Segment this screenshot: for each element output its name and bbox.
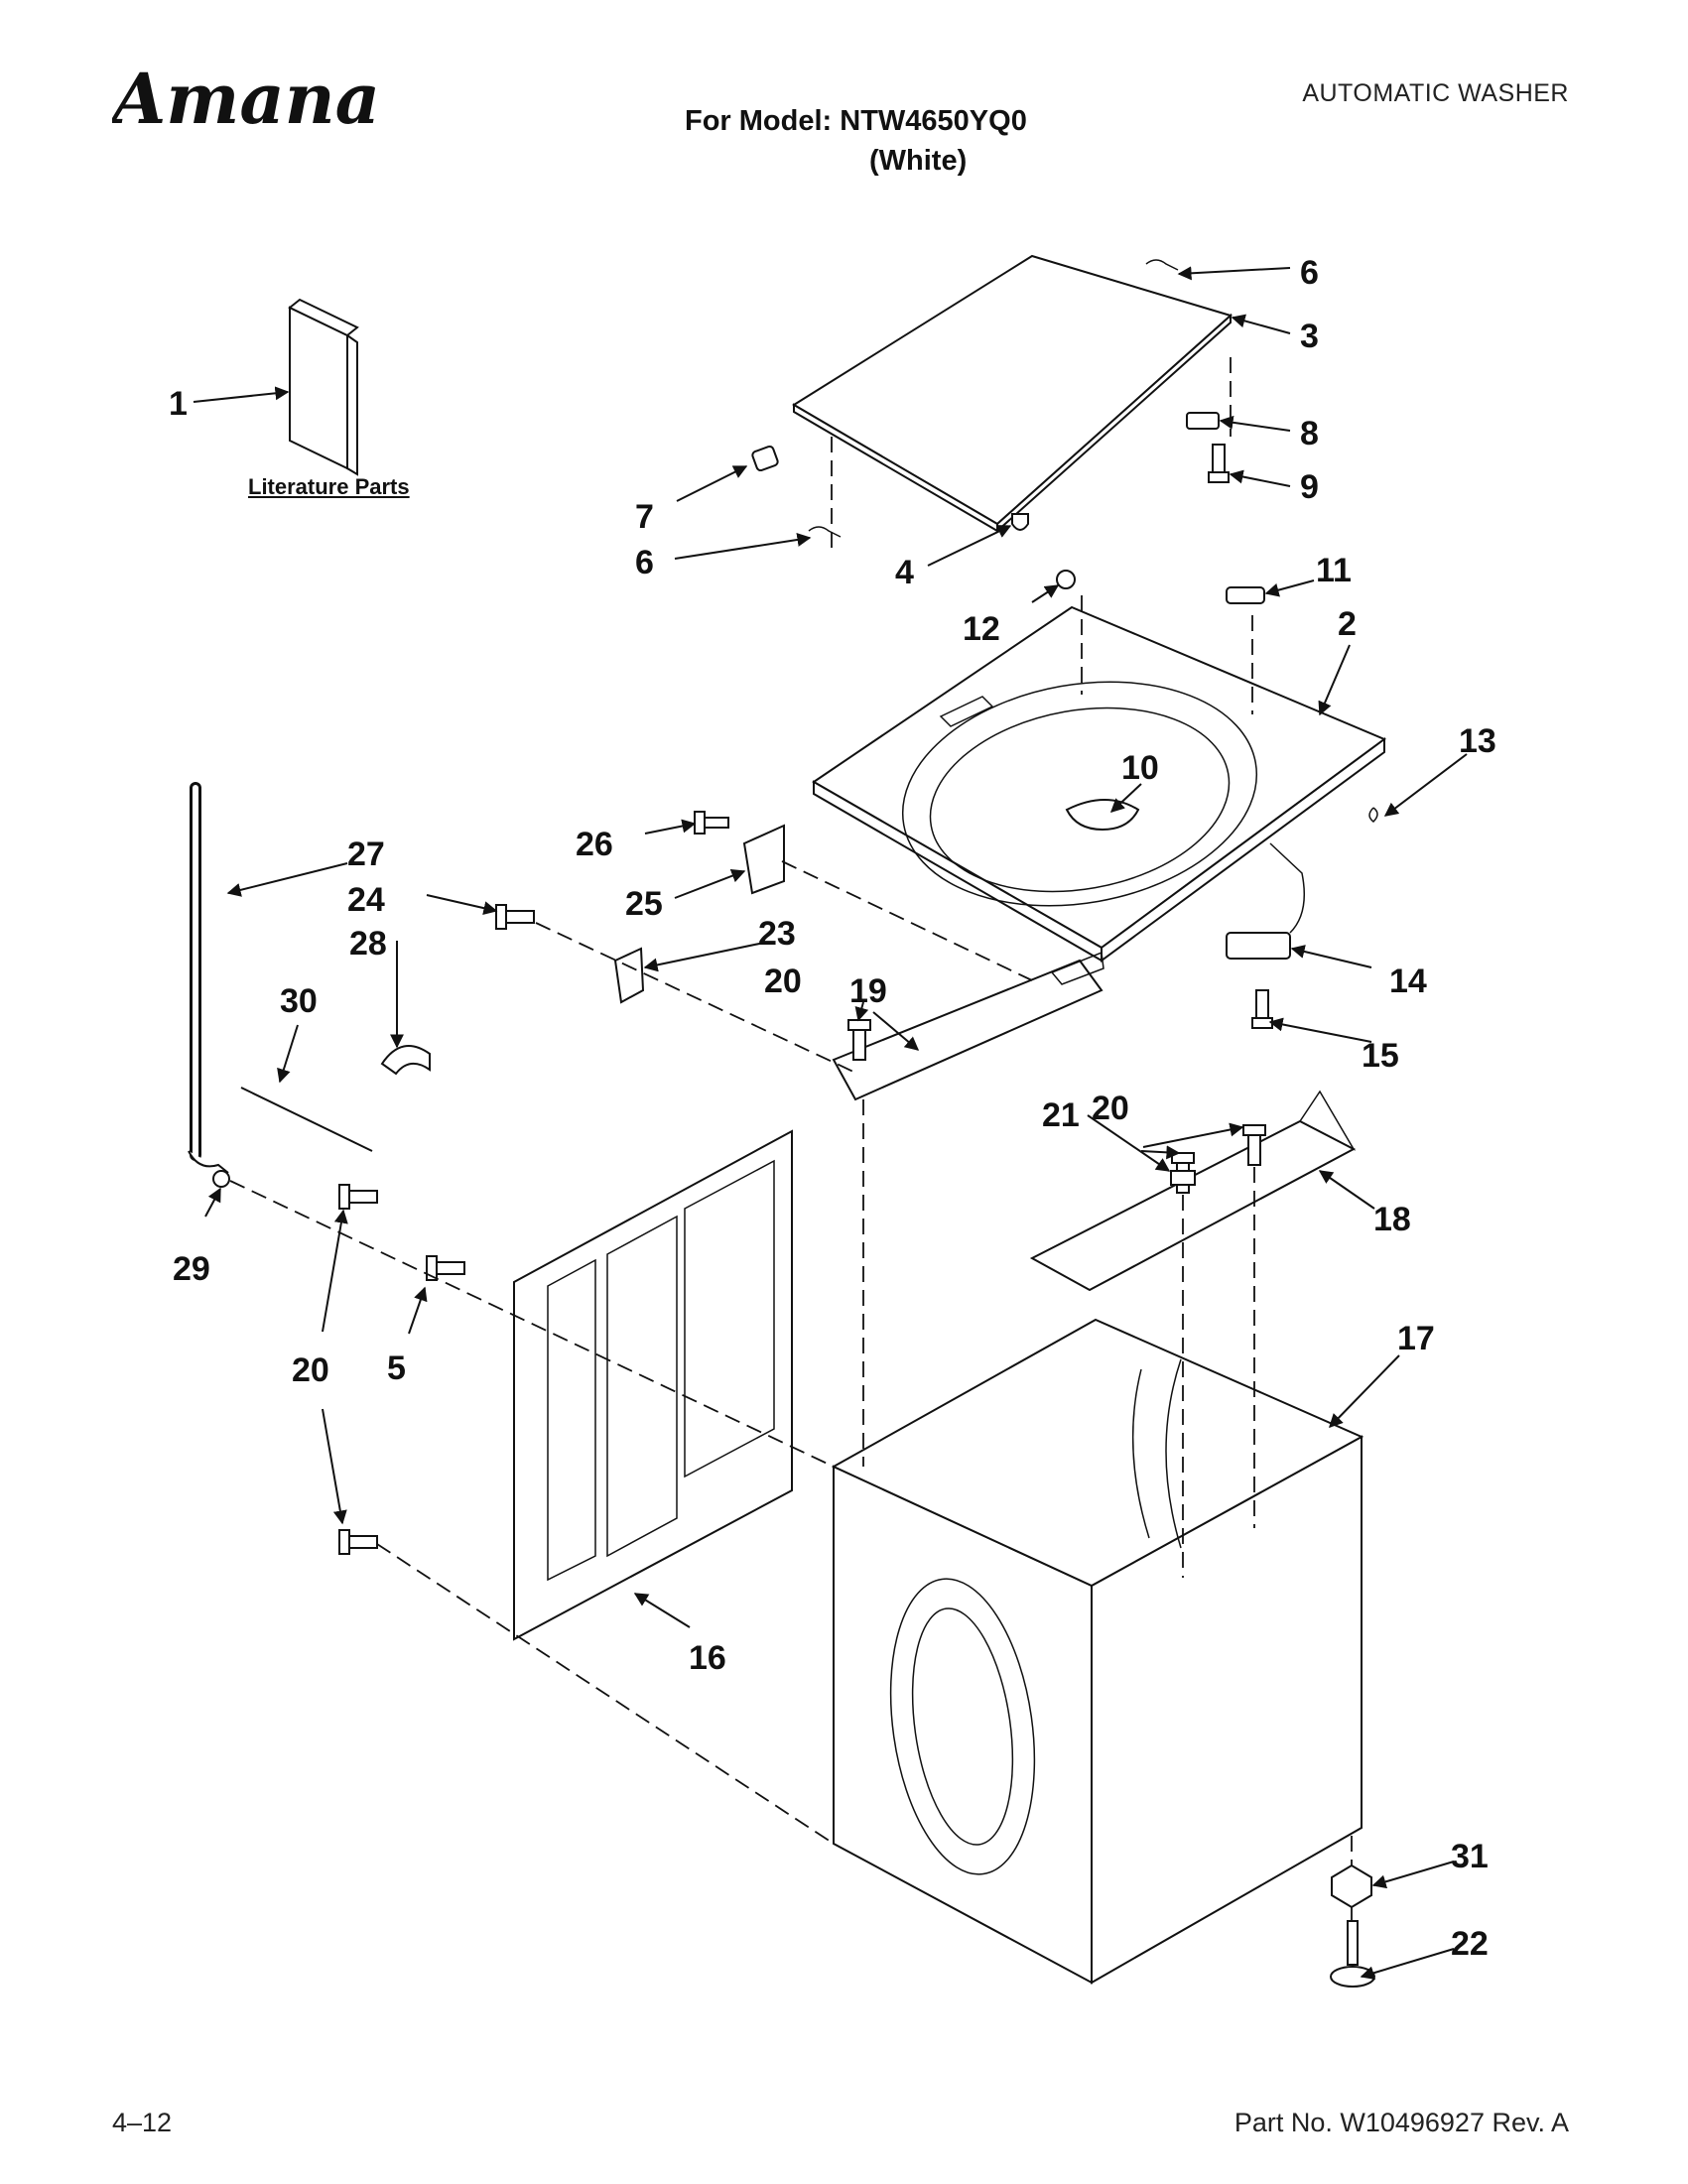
rear-panel-screw-2 [426, 1255, 465, 1281]
lid-switch-assembly [1226, 842, 1305, 960]
rear-panel-screw-3 [338, 1529, 378, 1555]
brace-screw-left [847, 1019, 871, 1061]
washer-lid [792, 254, 1233, 534]
callout-16: 16 [689, 1639, 726, 1677]
callout-2: 2 [1338, 605, 1357, 643]
strike-screw [1208, 444, 1230, 483]
callout-21: 21 [1042, 1096, 1080, 1134]
callout-6b: 6 [635, 544, 654, 581]
front-brace [832, 951, 1104, 1101]
rear-panel [513, 1129, 793, 1641]
callout-5: 5 [387, 1349, 406, 1387]
lid-strike [1186, 412, 1220, 430]
part-number: Part No. W10496927 Rev. A [1234, 2108, 1569, 2137]
callout-8: 8 [1300, 415, 1319, 452]
callout-22: 22 [1451, 1925, 1489, 1963]
lid-hinge-pin-top [1145, 259, 1179, 271]
callout-26: 26 [576, 826, 613, 863]
callout-23: 23 [758, 915, 796, 953]
callout-19: 19 [849, 972, 887, 1010]
lid-hinge-left [751, 445, 779, 472]
brace-clip [1170, 1170, 1196, 1186]
rear-panel-screw-1 [338, 1184, 378, 1210]
lid-bumper [1011, 513, 1029, 531]
leveling-nut [1331, 1863, 1372, 1909]
callout-20c: 20 [292, 1351, 329, 1389]
callout-14: 14 [1389, 963, 1427, 1000]
model-color: (White) [869, 145, 968, 177]
callout-6a: 6 [1300, 254, 1319, 292]
cabinet [831, 1318, 1364, 1985]
bracket-screw [694, 811, 729, 835]
amana-logo: Amana [112, 62, 380, 140]
callout-3: 3 [1300, 318, 1319, 355]
lid-hinge-pin-bottom [808, 526, 842, 538]
front-clip [613, 947, 645, 1004]
callout-1: 1 [169, 385, 188, 423]
callout-15: 15 [1362, 1037, 1399, 1075]
lid-lock-cover [1226, 586, 1265, 604]
callout-11: 11 [1316, 552, 1352, 589]
side-clip [1368, 807, 1378, 823]
callout-20a: 20 [764, 963, 802, 1000]
top-bracket [742, 824, 785, 895]
rear-brace-screw-2 [1242, 1124, 1266, 1166]
callout-7: 7 [635, 498, 654, 536]
document-type: AUTOMATIC WASHER [1302, 79, 1569, 107]
svg-text:Amana: Amana [112, 62, 380, 140]
callout-12: 12 [963, 610, 1000, 648]
switch-screw [1251, 989, 1273, 1029]
assembly-lines [229, 357, 1353, 1921]
page-number: 4–12 [112, 2108, 173, 2137]
callout-24: 24 [347, 881, 385, 919]
callout-9: 9 [1300, 468, 1319, 506]
rear-brace [1029, 1090, 1357, 1292]
top-panel [812, 605, 1387, 963]
callout-30: 30 [280, 982, 318, 1020]
callout-28: 28 [349, 925, 387, 963]
literature-parts-label: Literature Parts [248, 474, 410, 499]
hose-hook [380, 1045, 431, 1076]
literature-booklet [288, 298, 359, 476]
callout-18: 18 [1373, 1201, 1411, 1238]
front-clip-screw [495, 904, 535, 930]
callout-17: 17 [1397, 1320, 1435, 1357]
callout-20b: 20 [1092, 1090, 1129, 1127]
leader-lines [193, 266, 1468, 1981]
callout-25: 25 [625, 885, 663, 923]
callout-27: 27 [347, 835, 385, 873]
hose-clamp [212, 1170, 230, 1188]
model-number: For Model: NTW4650YQ0 [685, 105, 1027, 137]
leveling-leg [1330, 1920, 1375, 1988]
callout-29: 29 [173, 1250, 210, 1288]
callout-10: 10 [1121, 749, 1159, 787]
top-grommet [1056, 570, 1076, 589]
drain-hose [188, 782, 229, 1174]
callout-numbers: 1 2 3 4 5 6 6 7 8 9 10 11 12 13 14 15 16… [169, 254, 1496, 1963]
tie-strap [240, 1087, 373, 1152]
callout-4: 4 [895, 554, 914, 591]
callout-31: 31 [1451, 1838, 1489, 1875]
callout-13: 13 [1459, 722, 1496, 760]
